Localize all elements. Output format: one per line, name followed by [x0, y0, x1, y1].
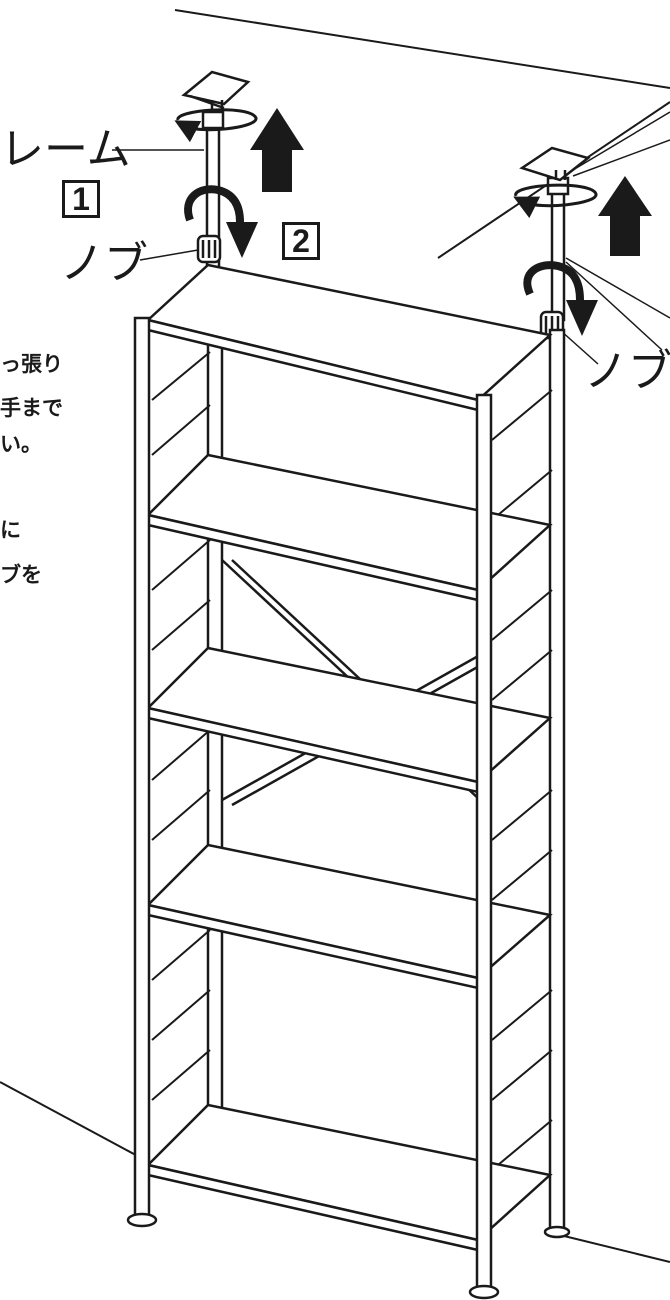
instruction-line-5: ブを: [0, 563, 42, 587]
down-arrow-icon: [226, 222, 258, 258]
instruction-line-2: 手まで: [0, 396, 63, 420]
leader-knob-left: [139, 249, 199, 261]
frame-label: レーム: [0, 124, 131, 175]
leader-lines-right: [559, 111, 670, 365]
rotate-arrow-icon: [184, 185, 244, 223]
shelf-unit: [126, 263, 571, 1300]
knob-left-label: ノブ: [60, 238, 148, 289]
instruction-line-3: い。: [0, 432, 42, 456]
knob-left-icon: [196, 234, 222, 264]
instruction-line-1: っ張り: [0, 352, 63, 376]
up-arrow-icon: [598, 176, 652, 256]
room-lines: [0, 9, 670, 1263]
rotate-arrow-icon: [513, 183, 598, 219]
step-2-badge: 2: [282, 222, 320, 260]
up-arrow-icon: [250, 108, 304, 192]
down-arrow-icon: [566, 300, 598, 336]
rotate-arrow-icon: [174, 108, 258, 143]
instruction-line-4: に: [0, 518, 21, 542]
knob-right-label: ノブ: [584, 346, 670, 397]
step-1-badge: 1: [62, 180, 100, 218]
rotate-arrow-icon: [523, 261, 584, 301]
